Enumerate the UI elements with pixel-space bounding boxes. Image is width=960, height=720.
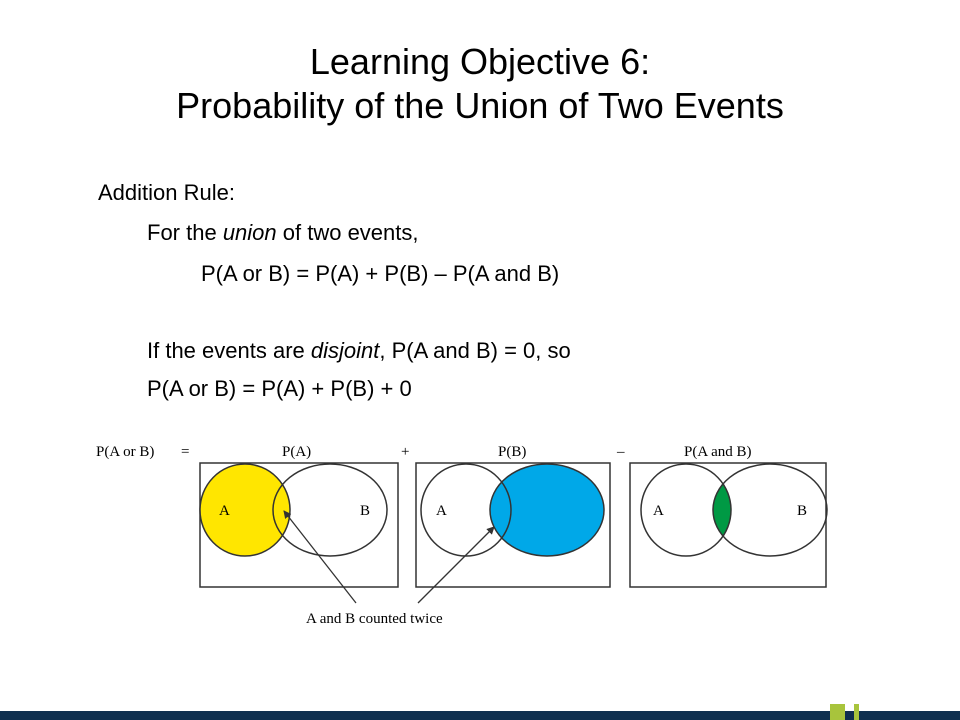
- accent-square-1: [830, 704, 845, 720]
- lhs-label: P(A or B): [96, 444, 154, 460]
- disjoint-pre: If the events are: [147, 338, 311, 363]
- equals-sign: =: [181, 444, 189, 460]
- circle-a-outline: [640, 463, 732, 557]
- callout-label: A and B counted twice: [306, 611, 443, 627]
- set-b-label: B: [797, 503, 807, 519]
- panel-2-label: P(B): [498, 444, 526, 460]
- disjoint-formula: P(A or B) = P(A) + P(B) + 0: [147, 376, 412, 401]
- title-line-2: Probability of the Union of Two Events: [176, 85, 784, 126]
- callout-arrow-2: [417, 526, 495, 604]
- set-b-label: B: [360, 503, 370, 519]
- addition-rule-heading: Addition Rule:: [98, 180, 235, 205]
- circle-a-outline: [420, 463, 512, 557]
- venn-diagram: P(A or B) = P(A) + P(B) – P(A and B) A B…: [96, 444, 828, 627]
- venn-panel-intersection: A B: [629, 462, 828, 588]
- circle-a-filled: [199, 463, 291, 557]
- panel-1-label: P(A): [282, 444, 311, 460]
- disjoint-sentence: If the events are disjoint, P(A and B) =…: [147, 338, 571, 364]
- addition-formula: P(A or B) = P(A) + P(B) – P(A and B): [201, 261, 560, 286]
- union-sentence: For the union of two events,: [147, 220, 419, 246]
- venn-panel-b: A: [415, 462, 611, 588]
- set-a-label: A: [219, 503, 230, 519]
- union-pre: For the: [147, 220, 223, 245]
- footer-bar: [0, 711, 960, 720]
- set-a-label: A: [653, 503, 664, 519]
- circle-b-filled: [489, 463, 605, 557]
- slide-body: Addition Rule: For the union of two even…: [98, 180, 571, 401]
- title-line-1: Learning Objective 6:: [309, 41, 651, 82]
- callout-arrow-1: [283, 510, 357, 604]
- accent-square-2: [854, 704, 859, 720]
- panel-3-label: P(A and B): [684, 444, 752, 460]
- circle-b-outline: [272, 463, 388, 557]
- union-word: union: [222, 220, 277, 245]
- venn-panel-a: A B: [199, 462, 399, 588]
- slide-title: Learning Objective 6: Probability of the…: [0, 40, 960, 128]
- disjoint-word: disjoint: [310, 338, 380, 363]
- disjoint-post: , P(A and B) = 0, so: [379, 338, 571, 363]
- union-post: of two events,: [276, 220, 419, 245]
- minus-sign: –: [616, 444, 625, 460]
- circle-b-outline: [712, 463, 828, 557]
- set-a-label: A: [436, 503, 447, 519]
- plus-sign: +: [401, 444, 409, 460]
